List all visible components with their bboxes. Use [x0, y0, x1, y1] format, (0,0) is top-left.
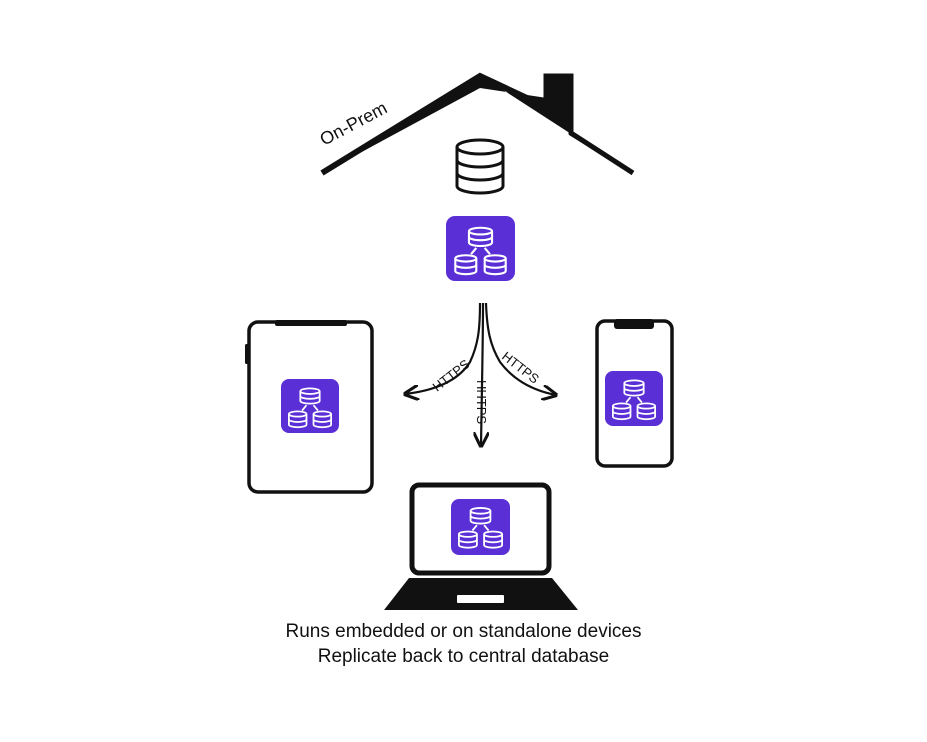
- connection-lines: [405, 302, 556, 446]
- tablet-icon: [245, 320, 374, 494]
- https-left-label: HTTPS: [430, 356, 473, 394]
- phone-icon: [595, 319, 674, 468]
- house-roof-icon: [321, 75, 633, 174]
- database-icon: [455, 138, 505, 195]
- house-outline: [320, 72, 635, 176]
- https-center-label: HHTPS: [474, 380, 489, 424]
- caption-line-1: Runs embedded or on standalone devices: [285, 621, 642, 642]
- laptop-icon: [384, 482, 578, 610]
- central-app-icon: [446, 216, 515, 281]
- caption-line-2: Replicate back to central database: [317, 646, 610, 667]
